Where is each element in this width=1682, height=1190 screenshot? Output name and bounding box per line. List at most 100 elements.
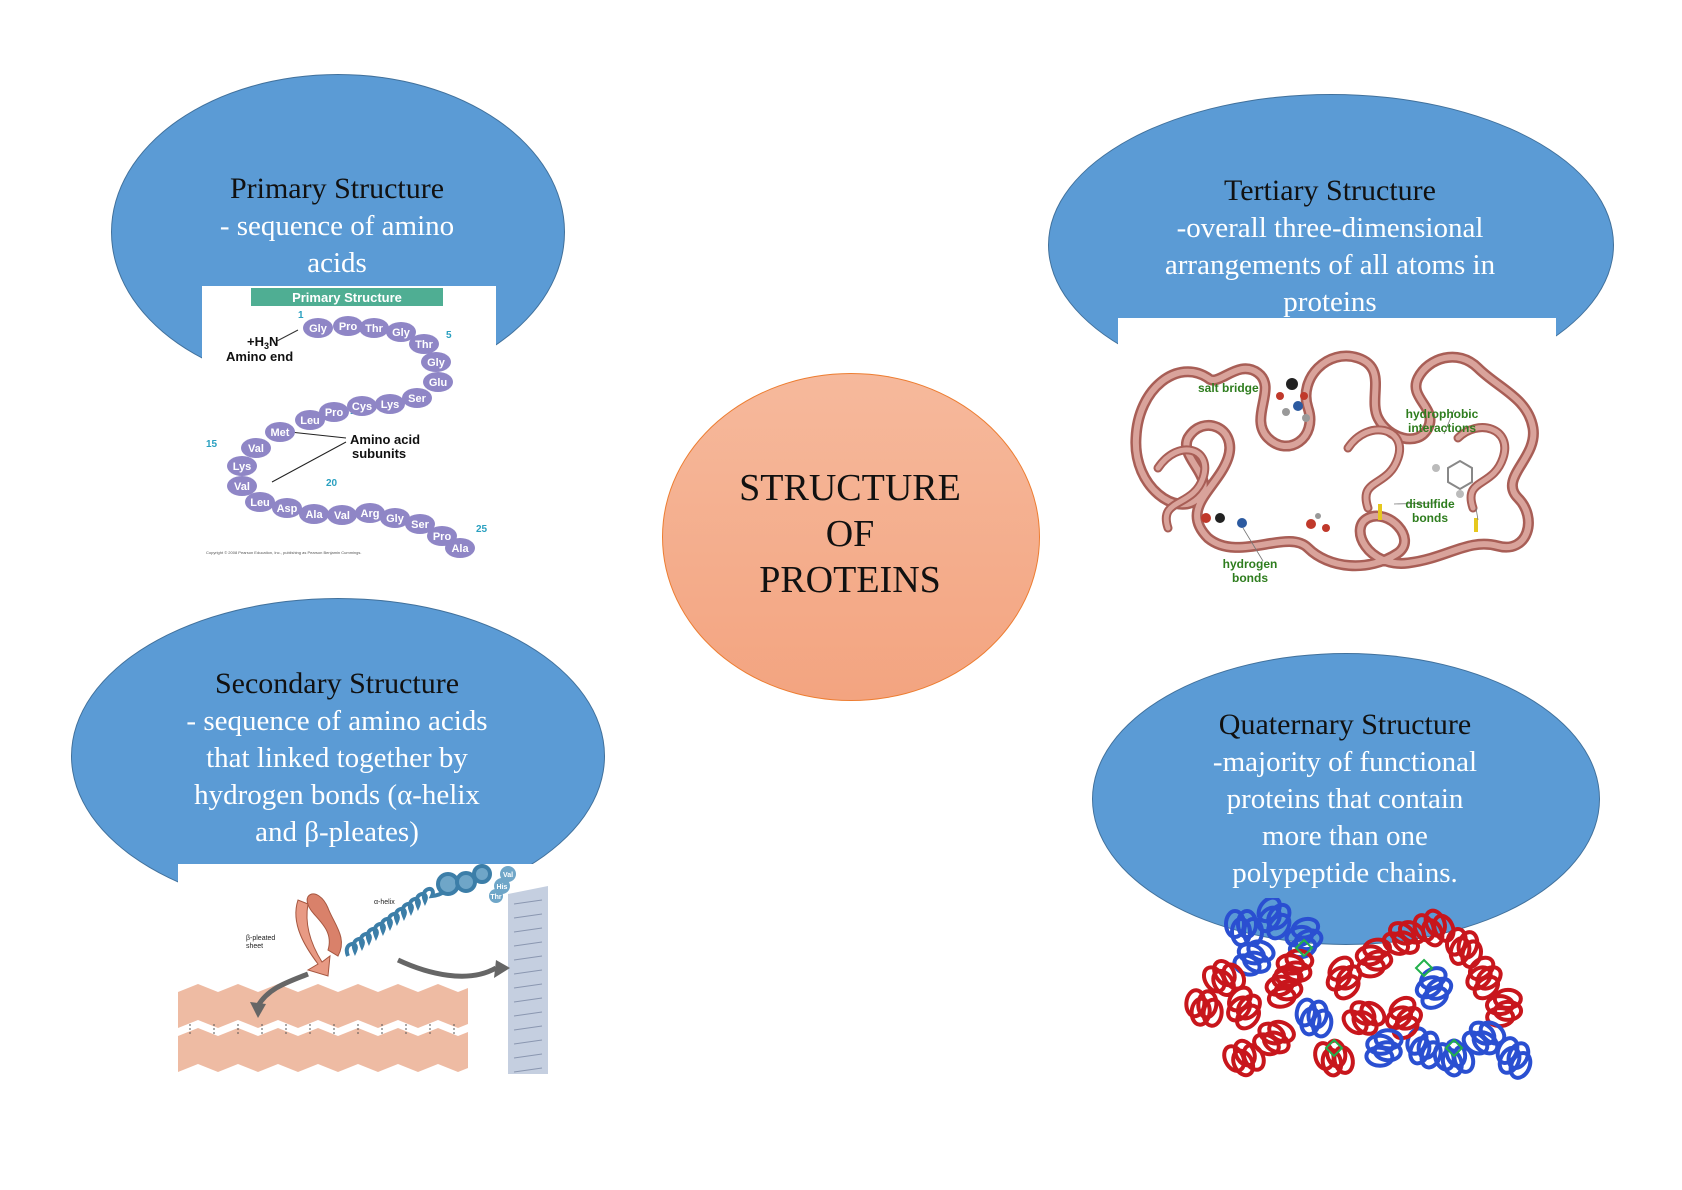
helix-column	[508, 886, 548, 1074]
residue-label: Asp	[277, 503, 298, 515]
subunit-pointer-upper	[289, 431, 347, 439]
secondary-structure-desc-4: and β-pleates)	[255, 816, 419, 848]
disulfide-label-1: disulfide	[1405, 497, 1455, 511]
amino-end-connector	[276, 329, 299, 342]
residue-label: Gly	[427, 357, 446, 369]
hydrophobic-label-1: hydrophobic	[1406, 407, 1479, 421]
salt-bridge-label: salt bridge	[1198, 381, 1259, 395]
residue-label: Cys	[352, 401, 372, 413]
residue-label: Ala	[451, 543, 469, 555]
subunits-label-2: subunits	[352, 446, 406, 461]
residue-label: Lys	[381, 399, 400, 411]
quaternary-structure-title: Quaternary Structure	[1218, 708, 1472, 741]
copyright-note: Copyright © 2008 Pearson Education, Inc.…	[206, 550, 361, 555]
residue-label: Thr	[365, 323, 383, 335]
primary-banner-text: Primary Structure	[292, 290, 402, 305]
residue-label: Gly	[386, 513, 405, 525]
hydrogen-label-2: bonds	[1232, 571, 1268, 585]
residue-bead	[375, 394, 405, 414]
residue-label: Thr	[415, 339, 433, 351]
tertiary-structure-desc-2: arrangements of all atoms in	[1164, 249, 1496, 281]
residue-number-15: 15	[206, 439, 218, 450]
residue-number-5: 5	[446, 330, 452, 341]
primary-structure-diagram: Primary Structure 1 5 10 15 20 25 +H3N A…	[206, 288, 488, 558]
tertiary-structure-desc-1: -overall three-dimensional	[1176, 212, 1484, 244]
quaternary-structure-text: Quaternary Structure -majority of functi…	[1140, 706, 1550, 892]
primary-structure-figure: Primary Structure 1 5 10 15 20 25 +H3N A…	[202, 286, 496, 560]
residue-label: Leu	[300, 415, 320, 427]
residue-bead	[421, 352, 451, 372]
amino-end-label: Amino end	[226, 349, 293, 364]
center-title: STRUCTURE OF PROTEINS	[662, 465, 1038, 603]
tertiary-structure-diagram: salt bridge hydrophobic interactions dis…	[1130, 350, 1539, 585]
beta-sheet-strip	[178, 984, 468, 1072]
tertiary-structure-title: Tertiary Structure	[1224, 174, 1436, 207]
residue-label: Ser	[408, 393, 426, 405]
tertiary-structure-text: Tertiary Structure -overall three-dimens…	[1100, 172, 1560, 321]
residue-bead	[347, 396, 377, 416]
secondary-structure-desc-1: - sequence of amino acids	[186, 705, 488, 737]
residue-bead	[405, 514, 435, 534]
subunits-label-1: Amino acid	[350, 432, 420, 447]
residue-number-1: 1	[298, 310, 304, 321]
residue-label-thr: Thr	[490, 894, 502, 901]
quaternary-structure-desc-4: polypeptide chains.	[1232, 857, 1458, 889]
protein-ribbon	[1130, 350, 1539, 572]
center-oval	[662, 373, 1040, 701]
residue-bead	[386, 322, 416, 342]
subunit-pointer-lower	[271, 441, 347, 483]
quaternary-structure-desc-3: more than one	[1262, 820, 1428, 852]
residue-number-20: 20	[326, 478, 338, 489]
residue-bead	[299, 504, 329, 524]
residue-label: Gly	[392, 327, 411, 339]
residue-bead	[265, 422, 295, 442]
residue-label: Pro	[325, 407, 344, 419]
disulfide-label-2: bonds	[1412, 511, 1448, 525]
residue-ball-thr	[489, 889, 503, 903]
helix-arrow	[396, 957, 498, 979]
hydrogen-bond-atoms	[1201, 513, 1330, 532]
residue-label: Leu	[250, 497, 270, 509]
alpha-helix-label: α-helix	[374, 899, 395, 906]
residue-bead	[380, 508, 410, 528]
residue-bead	[303, 318, 333, 338]
alpha-helix-coil	[344, 864, 492, 957]
tertiary-structure-desc-3: proteins	[1283, 286, 1377, 318]
residue-ball-val	[500, 866, 516, 882]
primary-structure-title: Primary Structure	[229, 172, 445, 205]
secondary-structure-diagram: α-helix β-pleated sheet Val His Thr	[178, 864, 548, 1074]
center-title-line-2: OF	[825, 513, 875, 555]
primary-structure-desc-2: acids	[307, 247, 367, 279]
residue-bead	[241, 438, 271, 458]
residue-label: Arg	[361, 508, 380, 520]
secondary-structure-desc-2: that linked together by	[206, 742, 468, 774]
disulfide-markers	[1378, 504, 1478, 532]
hydrogen-label-1: hydrogen	[1223, 557, 1278, 571]
sheet-arrowhead	[250, 1002, 266, 1018]
secondary-structure-figure: α-helix β-pleated sheet Val His Thr	[178, 864, 558, 1076]
salt-bridge-atoms	[1276, 378, 1310, 422]
protein-helices	[1184, 895, 1533, 1080]
residue-label: Val	[234, 481, 250, 493]
residue-number-25: 25	[476, 524, 488, 535]
residue-bead	[359, 318, 389, 338]
sheet-arrow	[255, 971, 309, 1008]
residue-bead	[327, 505, 357, 525]
residue-bead	[227, 456, 257, 476]
residue-bead	[445, 538, 475, 558]
center-title-line-1: STRUCTURE	[739, 467, 961, 509]
primary-structure-text: Primary Structure - sequence of amino ac…	[170, 170, 504, 282]
residue-bead	[355, 503, 385, 523]
residue-label-val: Val	[503, 872, 513, 879]
residue-bead	[227, 476, 257, 496]
residue-label: Gly	[309, 323, 328, 335]
residue-label: Pro	[433, 531, 452, 543]
residue-label-his: His	[497, 884, 508, 891]
residue-label: Ser	[411, 519, 429, 531]
amino-end-formula: +H3N	[247, 334, 278, 351]
residue-bead	[295, 410, 325, 430]
residue-bead	[245, 492, 275, 512]
residue-label: Ala	[305, 509, 323, 521]
hemoglobin-diagram	[1184, 895, 1533, 1080]
